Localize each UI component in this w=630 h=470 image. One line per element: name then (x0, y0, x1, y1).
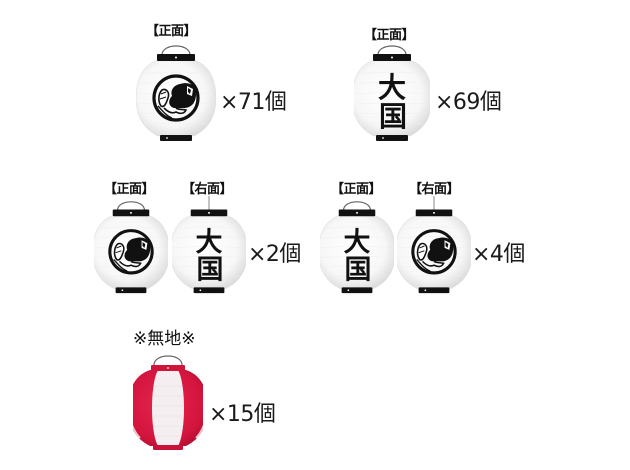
lantern-white-mon-crest (397, 196, 471, 296)
lantern-white-daikoku (320, 196, 394, 296)
lantern-white-mon-crest (94, 196, 168, 296)
quantity-label: ×2個 (248, 242, 301, 267)
plain-label: ※無地※ (133, 329, 196, 349)
lantern-white-mon-crest (136, 40, 216, 146)
lantern-white-daikoku (172, 196, 246, 296)
side-label-front: 【正面】 (364, 28, 415, 43)
daikoku-text-icon (195, 226, 224, 286)
quantity-label: ×15個 (209, 402, 276, 427)
side-label-front: 【正面】 (104, 182, 155, 197)
lantern-red-white-plain (133, 348, 203, 452)
side-label-front: 【正面】 (331, 182, 382, 197)
quantity-label: ×69個 (435, 90, 502, 115)
lantern-white-daikoku (354, 40, 430, 144)
quantity-label: ×4個 (472, 242, 525, 267)
quantity-label: ×71個 (220, 90, 287, 115)
side-label-right: 【右面】 (409, 182, 460, 197)
side-label-front: 【正面】 (146, 24, 197, 39)
daikoku-text-icon (343, 226, 372, 286)
side-label-right: 【右面】 (182, 182, 233, 197)
daikoku-text-icon (377, 71, 408, 133)
